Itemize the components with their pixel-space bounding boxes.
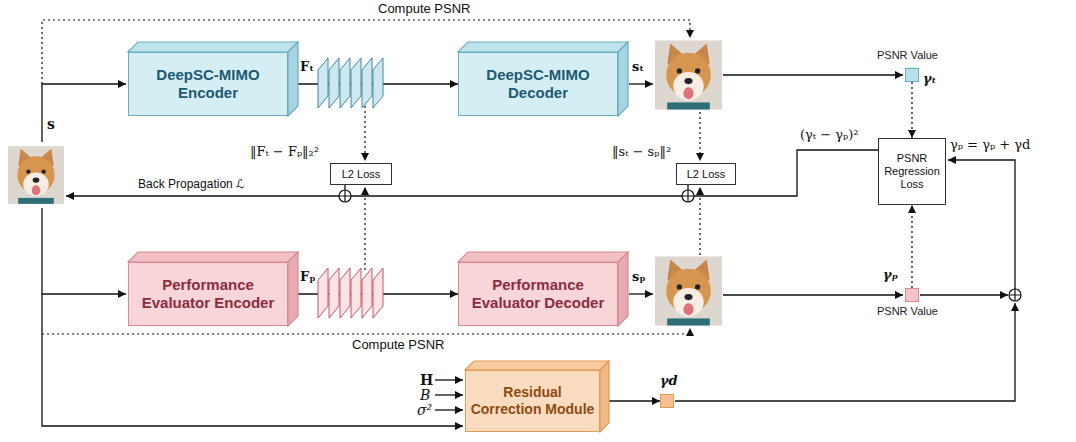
module-name: DeepSC-MIMO Encoder (132, 66, 284, 101)
text-label: Compute PSNR (378, 2, 470, 17)
dotted-connector (911, 82, 912, 138)
output-image (655, 256, 722, 325)
feature-map (362, 58, 372, 108)
module-box: Residual Correction Module (465, 370, 600, 432)
sum-circle (1009, 289, 1021, 301)
loss-name: PSNR Regression Loss (882, 152, 942, 191)
feature-map (318, 268, 328, 318)
feature-map (351, 268, 361, 318)
math-symbol: γₜ (923, 72, 936, 87)
output-image (655, 40, 722, 109)
sum-plus (682, 190, 694, 202)
backprop-wire (66, 150, 878, 196)
module-box: DeepSC-MIMO Decoder (458, 52, 618, 116)
box-top-face (458, 42, 628, 52)
box-top-face (128, 42, 298, 52)
module-name: DeepSC-MIMO Decoder (462, 66, 614, 101)
psnr-wire (723, 294, 903, 295)
math-label: ‖Fₜ − Fₚ‖₂² (250, 145, 319, 160)
value-caption: PSNR Value (877, 49, 938, 62)
module-name: Performance Evaluator Decoder (462, 276, 614, 311)
feature-map (373, 268, 383, 318)
module-box: Performance Evaluator Encoder (128, 262, 288, 326)
sum-wire (920, 294, 1008, 295)
loss-name: L2 Loss (342, 168, 381, 181)
dotted-wires (42, 20, 700, 334)
math-symbol: γd (660, 374, 678, 389)
sum-plus (1009, 289, 1021, 301)
box-side-face (288, 252, 298, 326)
value-square: γd (660, 394, 674, 408)
psnr-wire (723, 74, 903, 75)
math-label: sₚ (632, 270, 646, 285)
math-label: s (47, 116, 55, 132)
math-label: ‖sₜ − sₚ‖² (612, 145, 671, 160)
loss-box: L2 Loss (330, 163, 392, 185)
math-label: B (420, 387, 430, 403)
box-side-face (288, 42, 298, 116)
box-side-face (600, 361, 609, 432)
text-label: Compute PSNR (352, 338, 444, 353)
sum-symbols (339, 190, 1021, 301)
box-side-face (618, 42, 628, 116)
input-wire (435, 394, 463, 395)
box-top-face (465, 361, 609, 370)
math-label: γₚ = γₚ + γd (950, 138, 1030, 153)
feature-stack (318, 268, 383, 318)
box-top-face (458, 252, 628, 262)
value-caption: PSNR Value (877, 305, 938, 318)
input-wire (42, 84, 126, 142)
dotted-connector (911, 205, 912, 288)
input-image (8, 146, 64, 204)
module-name: Performance Evaluator Encoder (132, 276, 284, 311)
loss-wire (344, 185, 345, 190)
feature-map (373, 58, 383, 108)
value-square: γₚPSNR Value (905, 288, 919, 302)
feature-map (329, 268, 339, 318)
sum-circle (682, 190, 694, 202)
text-label: Back Propagation ℒ (138, 178, 245, 192)
math-label: σ² (417, 402, 432, 418)
feature-dotted-wire (364, 187, 365, 270)
feature-map (362, 268, 372, 318)
box-top-face (128, 252, 298, 262)
math-label: sₜ (632, 60, 644, 75)
feature-map (318, 58, 328, 108)
sum-circle (339, 190, 351, 202)
math-label: (γₜ − γₚ)² (800, 128, 858, 143)
loss-box: PSNR Regression Loss (878, 138, 946, 205)
psnr-dotted-wire (42, 328, 690, 334)
output-wire (629, 83, 653, 84)
feature-map (329, 58, 339, 108)
module-box: DeepSC-MIMO Encoder (128, 52, 288, 116)
math-label: Fₜ (300, 60, 314, 75)
value-square: PSNR Valueγₜ (905, 68, 919, 82)
output-wire (629, 293, 653, 294)
correction-wire (675, 303, 1015, 401)
feature-dotted-wire (364, 106, 365, 161)
feature-stack (318, 58, 383, 108)
image-dotted-wire (699, 187, 700, 255)
module-box: Performance Evaluator Decoder (458, 262, 618, 326)
math-label: H (420, 372, 433, 388)
sum-plus (339, 190, 351, 202)
feature-map (340, 268, 350, 318)
loss-box: L2 Loss (676, 163, 736, 185)
math-symbol: γₚ (883, 268, 898, 283)
input-wire (435, 409, 463, 410)
input-wire (42, 208, 126, 294)
feature-map (351, 58, 361, 108)
module-name: Residual Correction Module (469, 384, 596, 417)
loss-name: L2 Loss (687, 168, 726, 181)
input-wire (435, 379, 463, 380)
feature-map (340, 58, 350, 108)
sum-wire (948, 160, 1015, 289)
loss-wire (687, 185, 688, 190)
image-dotted-wire (699, 112, 700, 161)
box-side-face (618, 252, 628, 326)
math-label: Fₚ (300, 270, 316, 285)
